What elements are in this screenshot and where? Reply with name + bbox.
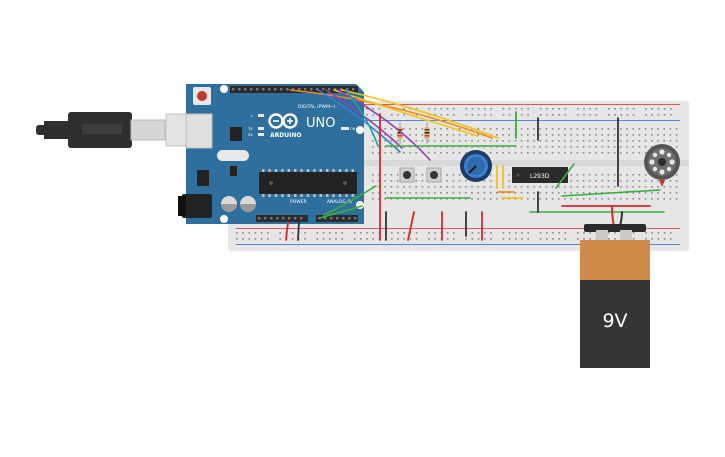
chip-pins [262, 169, 354, 197]
wire-blue-1[interactable] [317, 89, 401, 153]
arduino-logo-icon [268, 113, 298, 129]
digital-label: DIGITAL (PWM~) [298, 104, 336, 110]
wire-black-5[interactable] [297, 221, 300, 241]
wire-green-7[interactable] [319, 205, 363, 219]
reset-button[interactable] [197, 91, 207, 101]
wire-red-3[interactable] [285, 221, 289, 241]
wire-teal-1[interactable] [345, 89, 379, 147]
board-model-label: UNO [306, 116, 335, 131]
analog-label: ANALOG IN [327, 199, 352, 205]
wire-purple-2[interactable] [337, 89, 431, 161]
dc-motor[interactable] [644, 144, 680, 187]
rx-label: RX [248, 133, 253, 137]
usb-port[interactable] [185, 113, 213, 149]
wire-green-analog[interactable] [323, 185, 377, 216]
atmega-chip [259, 172, 357, 194]
l-led-label: L [251, 114, 253, 118]
resistor-2[interactable] [424, 122, 430, 144]
wire-red-4[interactable] [407, 211, 415, 241]
wire-green-3[interactable] [561, 189, 661, 197]
tx-label: TX [247, 127, 253, 131]
header-pins [232, 88, 357, 220]
wire-yellow-1[interactable] [341, 89, 499, 139]
on-led-label: ON [350, 127, 356, 131]
driver-chip-label: L293D [530, 173, 550, 180]
usb-cable[interactable] [36, 112, 211, 148]
battery-9v[interactable]: 9V [580, 224, 650, 368]
arduino-logo-text: ARDUINO [270, 132, 301, 139]
pushbutton-1[interactable] [399, 167, 415, 183]
arduino-uno-board[interactable]: ARDUINO UNO DIGITAL (PWM~) POWER ANALOG … [178, 84, 364, 224]
power-jack[interactable] [182, 194, 212, 218]
battery-label: 9V [602, 310, 627, 332]
pushbutton-2[interactable] [426, 167, 442, 183]
power-label: POWER [290, 199, 307, 205]
wires [285, 89, 665, 241]
potentiometer[interactable] [460, 150, 492, 182]
wire-green-4[interactable] [555, 163, 575, 189]
wire-orange-1[interactable] [289, 89, 493, 139]
wire-purple-1[interactable] [325, 89, 403, 149]
l293d-driver-chip[interactable]: L293D [512, 167, 568, 183]
